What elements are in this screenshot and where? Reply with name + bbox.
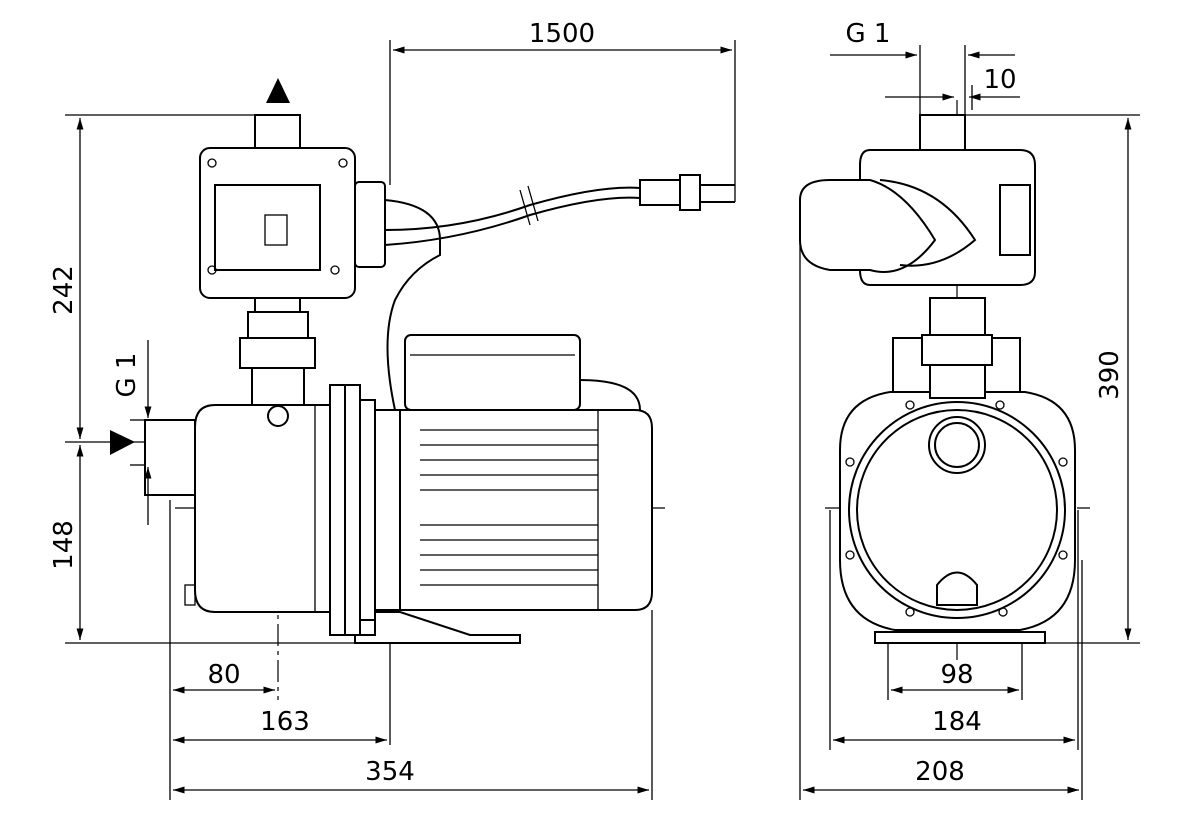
outlet-flow-arrow <box>266 78 290 103</box>
foot <box>354 611 521 644</box>
pump-body <box>848 401 1066 619</box>
dim-163: 163 <box>260 707 310 737</box>
dim-242: 242 <box>49 265 79 315</box>
outlet-thread <box>919 114 966 151</box>
side-view: 242 148 G 1 1500 80 163 354 <box>49 19 736 800</box>
dim-354: 354 <box>365 757 415 787</box>
dim-1500: 1500 <box>529 19 595 49</box>
pump-housing <box>194 404 331 613</box>
motor-cable <box>579 379 641 411</box>
flange-bolts <box>845 400 1068 617</box>
flange <box>329 384 346 636</box>
dim-80: 80 <box>207 660 240 690</box>
drain-plug <box>936 571 978 606</box>
pressure-control-unit <box>199 147 356 299</box>
inlet-stub <box>144 419 196 496</box>
foot <box>874 631 1046 644</box>
motor <box>399 409 653 611</box>
dim-184: 184 <box>932 707 982 737</box>
dim-148: 148 <box>49 520 79 570</box>
plug <box>639 179 681 206</box>
cooling-fins <box>420 429 598 586</box>
outlet-port <box>928 416 986 474</box>
power-cable <box>384 199 441 411</box>
front-view: G 1 10 390 98 184 208 <box>799 19 1140 800</box>
control-handle <box>799 179 937 273</box>
fitting <box>251 367 305 406</box>
dim-10: 10 <box>983 65 1016 95</box>
outlet-thread <box>254 114 301 149</box>
dim-98: 98 <box>940 660 973 690</box>
dim-208: 208 <box>915 757 965 787</box>
dim-390: 390 <box>1095 350 1125 400</box>
terminal-box <box>404 334 581 411</box>
dim-inlet-thread: G 1 <box>112 353 142 398</box>
dim-outlet-thread: G 1 <box>846 19 891 49</box>
